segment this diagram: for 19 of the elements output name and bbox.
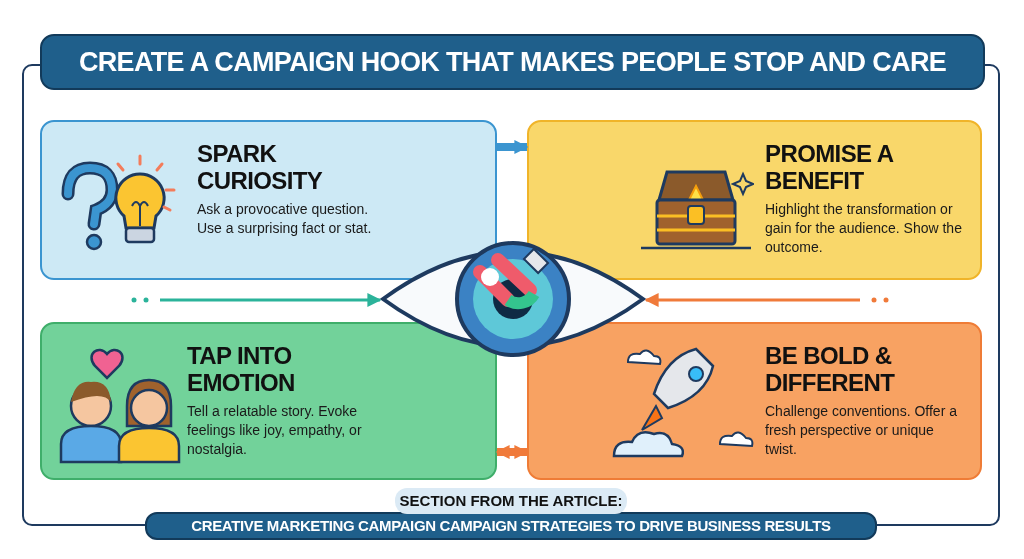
caption-banner: CREATIVE MARKETING CAMPAIGN CAMPAIGN STRATEGIES TO DRIVE BUSINESS RESULTS [145,512,877,540]
section-label: SECTION FROM THE ARTICLE: [395,488,627,514]
card-description: Highlight the transformation or gain for the audience. Show the outcome. [765,200,963,257]
arrow [160,293,382,307]
card-panel [527,120,982,280]
card-panel [40,120,497,280]
card-description: Ask a provocative question. Use a surprising fact or stat. [197,200,373,238]
card-heading: SPARK CURIOSITY [197,140,324,194]
card-description: Tell a relatable story. Evoke feelings like joy, empathy, or nostalgia. [187,402,363,459]
card-panel [527,322,982,480]
arrow [644,293,860,307]
card-panel [40,322,497,480]
card-heading: PROMISE A BENEFIT [765,140,895,194]
card-description: Challenge conventions. Offer a fresh perspective or unique twist. [765,402,958,459]
arrow [495,445,529,459]
card-heading: BE BOLD & DIFFERENT [765,342,896,396]
card-heading: TAP INTO EMOTION [187,342,296,396]
arrow [497,140,529,154]
title-banner: CREATE A CAMPAIGN HOOK THAT MAKES PEOPLE STOP AND CARE [40,34,985,90]
